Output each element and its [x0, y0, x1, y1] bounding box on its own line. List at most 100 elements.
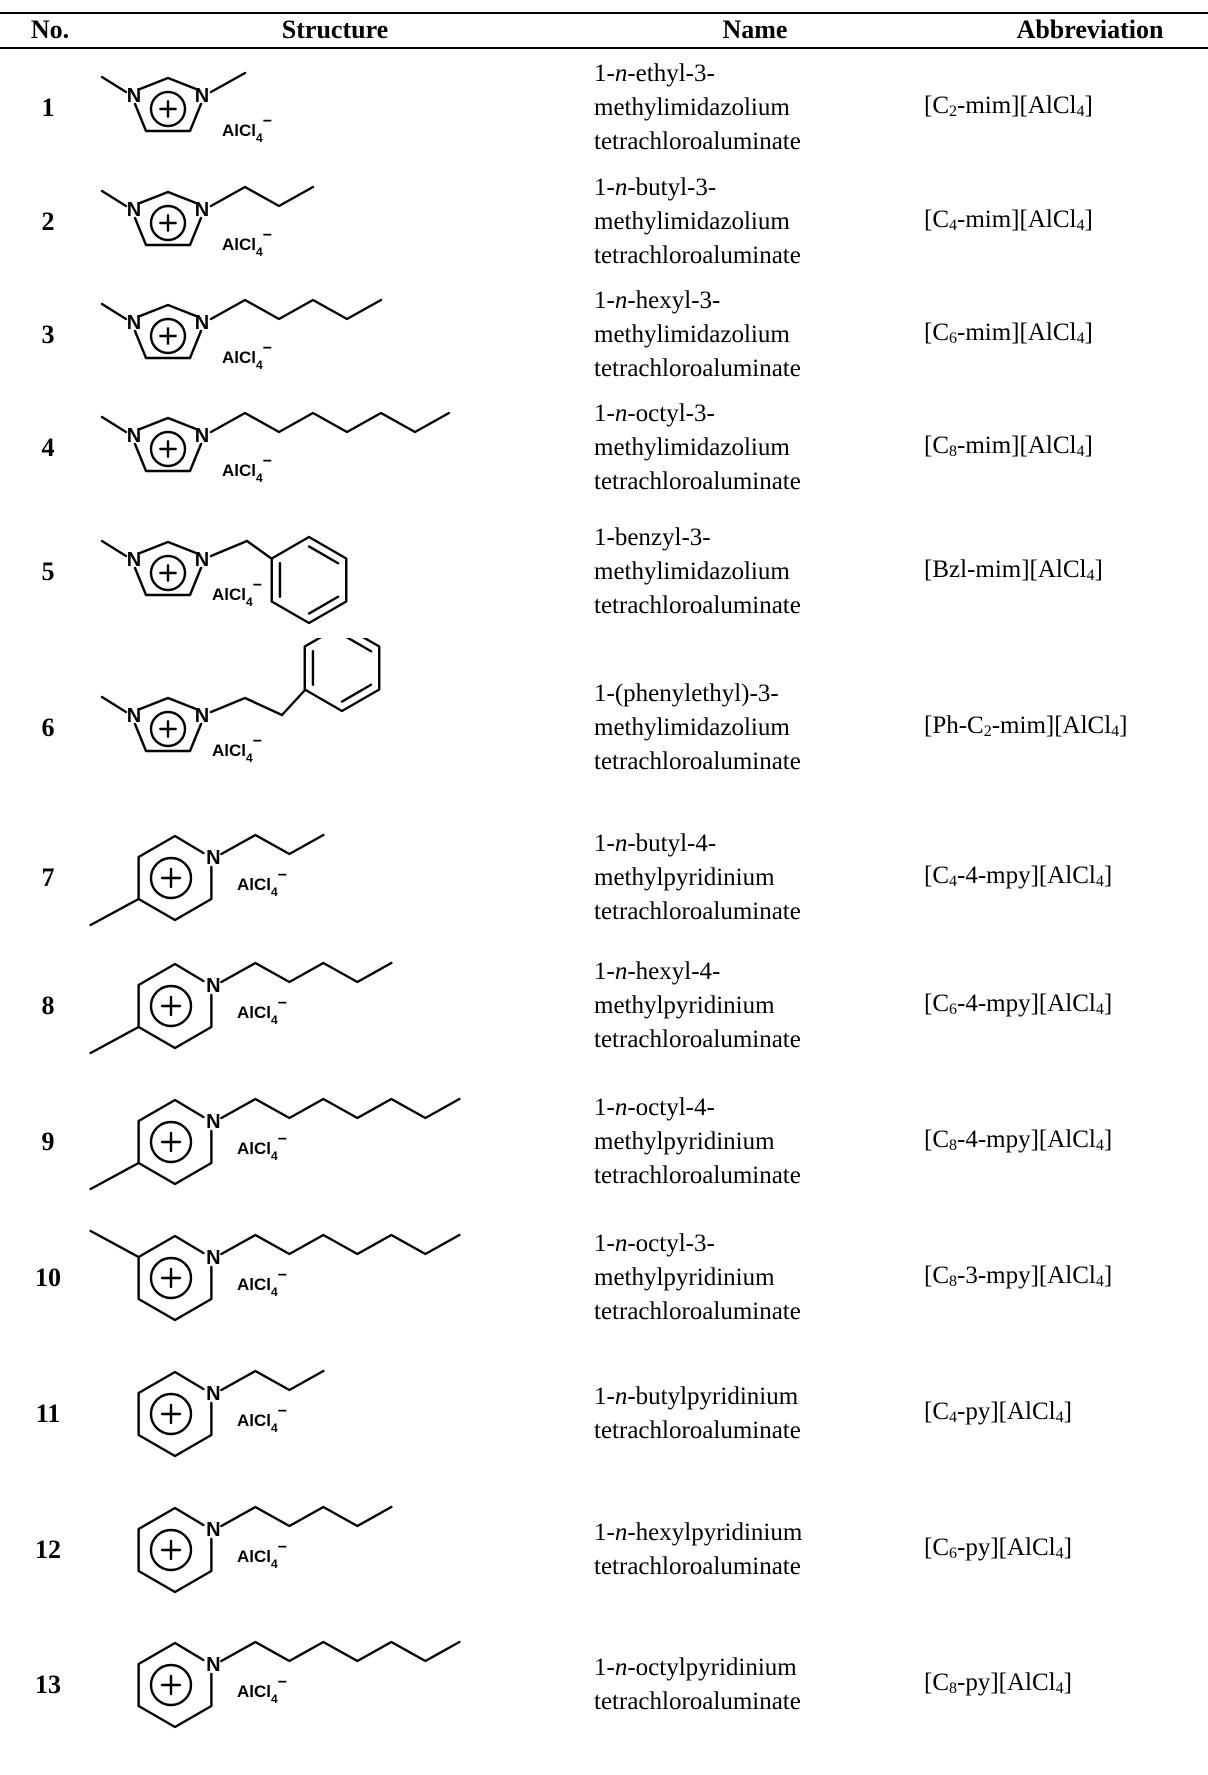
compound-name-line: 1-n-butyl-3-: [594, 174, 717, 201]
row-number: 13: [35, 1670, 61, 1699]
compound-abbreviation: [C6-4-mpy][AlCl4]: [924, 990, 1113, 1018]
compound-name-line: 1-(phenylethyl)-3-: [594, 680, 779, 707]
compound-abbreviation: [Ph-C2-mim][AlCl4]: [924, 712, 1128, 740]
aromatic-double-bond: [345, 638, 373, 653]
methyl-bond: [100, 75, 128, 94]
imidazolium-ring-top: [138, 303, 198, 318]
imidazolium-ring-bottom: [133, 722, 203, 753]
compound-name-line: methylpyridinium: [594, 1128, 775, 1155]
imidazolium-ring-bottom: [133, 442, 203, 473]
structure-drawing: N AlCl4−: [137, 1369, 325, 1458]
imidazolium-ring-top: [138, 540, 198, 555]
cation-charge-circle: [149, 430, 187, 468]
alkyl-chain: [220, 1369, 325, 1392]
cation-charge-circle: [149, 710, 187, 748]
nitrogen-atom-1: N: [127, 705, 141, 727]
compound-abbreviation: [C4-mim][AlCl4]: [924, 206, 1093, 234]
compound-name: 1-n-butylpyridinium tetrachloroaluminate: [594, 1380, 801, 1448]
nitrogen-atom: N: [206, 1383, 220, 1405]
row-number: 3: [41, 320, 55, 349]
nitrogen-atom-3: N: [195, 425, 209, 447]
aromatic-double-bond: [307, 545, 340, 565]
row-number: 12: [35, 1535, 61, 1564]
compound-name-line: 1-n-hexyl-3-: [594, 287, 721, 314]
row-number: 11: [35, 1399, 61, 1428]
row-number: 6: [41, 713, 55, 742]
nitrogen-atom: N: [206, 1654, 220, 1676]
row-number: 5: [41, 557, 55, 586]
compound-name-line: 1-n-octyl-4-: [594, 1094, 715, 1121]
pyridinium-ring: [137, 1234, 213, 1322]
row-number: 1: [41, 93, 55, 122]
nitrogen-atom-1: N: [127, 312, 141, 334]
compound-name-line: 1-n-butylpyridinium: [594, 1383, 799, 1410]
cation-charge-circle: [149, 856, 193, 900]
compound-name-line: tetrachloroaluminate: [594, 1298, 801, 1325]
pyridinium-ring: [137, 1370, 213, 1458]
row-number: 9: [41, 1127, 55, 1156]
row-number: 4: [41, 433, 55, 462]
alkyl-chain: [209, 411, 451, 434]
anion-label: AlCl4−: [212, 577, 262, 609]
alkyl-chain: [209, 185, 315, 208]
alkyl-chain: [220, 1505, 393, 1528]
methyl-bond: [89, 1229, 140, 1259]
cation-charge-circle: [149, 1663, 193, 1707]
table-header-rule: [0, 47, 1208, 49]
imidazolium-ring-bottom: [133, 102, 203, 133]
imidazolium-ring-top: [138, 696, 198, 711]
imidazolium-ring-bottom: [133, 566, 203, 597]
ethyl-ring-bond: [280, 688, 307, 717]
methyl-bond: [89, 1161, 140, 1191]
compound-name-line: tetrachloroaluminate: [594, 748, 801, 775]
imidazolium-ring-top: [138, 416, 198, 431]
compound-abbreviation: [C8-py][AlCl4]: [924, 1669, 1072, 1697]
methyl-bond: [89, 1025, 140, 1055]
compound-abbreviation: [C4-4-mpy][AlCl4]: [924, 862, 1113, 890]
anion-label: AlCl4−: [237, 1674, 287, 1706]
row-number: 2: [41, 207, 55, 236]
compound-abbreviation: [C8-3-mpy][AlCl4]: [924, 1262, 1113, 1290]
structure-drawing: N AlCl4−: [137, 1640, 461, 1729]
alkyl-chain: [220, 1233, 461, 1256]
compound-abbreviation: [Bzl-mim][AlCl4]: [924, 556, 1103, 584]
methyl-bond: [100, 189, 128, 208]
alkyl-chain: [220, 1640, 461, 1663]
compound-name-line: methylimidazolium: [594, 558, 790, 585]
compound-name: 1-n-octyl-4- methylpyridinium tetrachloroa…: [594, 1091, 801, 1193]
nitrogen-atom: N: [206, 975, 220, 997]
nitrogen-atom-1: N: [127, 85, 141, 107]
cation-charge-circle: [149, 90, 187, 128]
methyl-bond: [100, 415, 128, 434]
benzyl-ch2-bond: [209, 539, 249, 558]
alkyl-chain: [209, 71, 247, 94]
compound-name-line: methylimidazolium: [594, 434, 790, 461]
header-no: No.: [30, 15, 70, 44]
nitrogen-atom-3: N: [195, 312, 209, 334]
pyridinium-ring: [137, 1506, 213, 1594]
compound-abbreviation: [C8-mim][AlCl4]: [924, 432, 1093, 460]
anion-label: AlCl4−: [237, 867, 287, 899]
compound-name-line: tetrachloroaluminate: [594, 468, 801, 495]
compound-name-line: tetrachloroaluminate: [594, 1688, 801, 1715]
compound-name-line: tetrachloroaluminate: [594, 1417, 801, 1444]
imidazolium-ring-bottom: [133, 216, 203, 247]
methyl-bond: [100, 539, 128, 558]
compound-name-line: tetrachloroaluminate: [594, 1026, 801, 1053]
anion-label: AlCl4−: [237, 1403, 287, 1435]
compound-name-line: tetrachloroaluminate: [594, 1162, 801, 1189]
